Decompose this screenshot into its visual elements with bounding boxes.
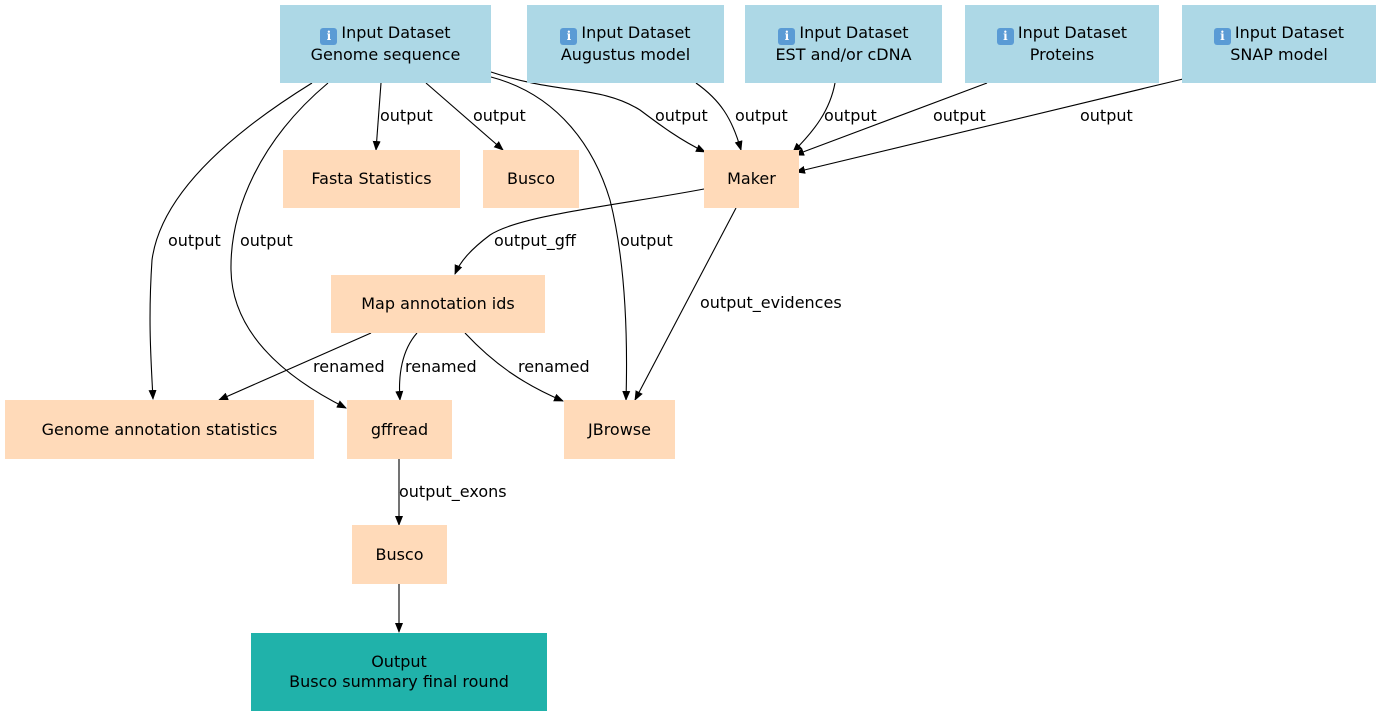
edge-label: output [933, 106, 986, 125]
node-title: Input Dataset [581, 23, 691, 42]
edge-label: output [240, 231, 293, 250]
step-gffread[interactable]: gffread [347, 400, 452, 459]
step-genome-annotation-statistics[interactable]: Genome annotation statistics [5, 400, 314, 459]
node-title: Input Dataset [1017, 23, 1128, 42]
edge-label: output [473, 106, 526, 125]
node-subtitle: Busco summary final round [289, 672, 509, 691]
edge-est-maker [792, 82, 836, 153]
edge-augustus-maker [695, 82, 743, 151]
output-busco-summary[interactable]: Output Busco summary final round [251, 633, 547, 711]
info-icon: i [996, 28, 1014, 45]
node-title: Input Dataset [1234, 23, 1345, 42]
step-map-annotation-ids[interactable]: Map annotation ids [331, 275, 545, 333]
edge-label: renamed [518, 357, 590, 376]
edge-mapids-jbrowse [464, 332, 564, 402]
info-icon: i [1213, 28, 1231, 45]
edge-maker-jbrowse [634, 207, 737, 401]
node-title: Output [371, 652, 427, 671]
edge-genome-annstats [148, 82, 313, 400]
edge-mapids-annstats [218, 332, 372, 401]
node-label: JBrowse [588, 419, 651, 439]
edge-snap-maker [795, 78, 1184, 174]
edge-label: output [655, 106, 708, 125]
edge-label: output [168, 231, 221, 250]
step-jbrowse[interactable]: JBrowse [564, 400, 675, 459]
edge-label: renamed [405, 357, 477, 376]
edge-label: output_evidences [700, 293, 842, 313]
edge-label: output [824, 106, 877, 125]
edge-genome-fasta [372, 82, 382, 151]
info-icon: i [560, 28, 578, 45]
node-subtitle: Genome sequence [310, 45, 461, 64]
edge-genome-gffread [230, 82, 347, 409]
node-subtitle: Proteins [1029, 45, 1095, 64]
edge-label: output [1080, 106, 1133, 125]
step-maker[interactable]: Maker [704, 150, 799, 208]
step-busco-genome[interactable]: Busco [483, 150, 579, 208]
info-icon: i [778, 28, 796, 45]
node-label: Maker [727, 169, 776, 188]
step-busco-final[interactable]: Busco [352, 525, 447, 584]
edge-maker-mapids [454, 188, 705, 275]
edge-genome-jbrowse [490, 76, 631, 401]
edge-label: output [380, 106, 433, 125]
edge-proteins-maker [794, 82, 988, 156]
node-subtitle: EST and/or cDNA [775, 45, 912, 64]
edge-genome-maker [490, 71, 706, 153]
node-subtitle: Augustus model [560, 45, 691, 64]
node-label: gffread [370, 419, 429, 439]
edge-mapids-gffread [395, 332, 418, 401]
node-title: Input Dataset [341, 23, 451, 42]
edge-label: renamed [313, 357, 385, 376]
node-subtitle: SNAP model [1230, 45, 1328, 64]
info-icon: i [320, 28, 338, 45]
edge-label: output_exons [399, 482, 507, 502]
edge-genome-busco [425, 82, 504, 151]
edge-label: output [620, 231, 673, 250]
node-label: Busco [506, 169, 556, 188]
node-label: Busco [375, 544, 424, 564]
edge-label: output_gff [494, 231, 577, 251]
node-label: Fasta Statistics [311, 169, 432, 188]
node-label: Genome annotation statistics [41, 419, 278, 439]
node-title: Input Dataset [799, 23, 909, 42]
edge-label: output [735, 106, 788, 125]
step-fasta-statistics[interactable]: Fasta Statistics [283, 150, 460, 208]
node-label: Map annotation ids [361, 294, 515, 313]
